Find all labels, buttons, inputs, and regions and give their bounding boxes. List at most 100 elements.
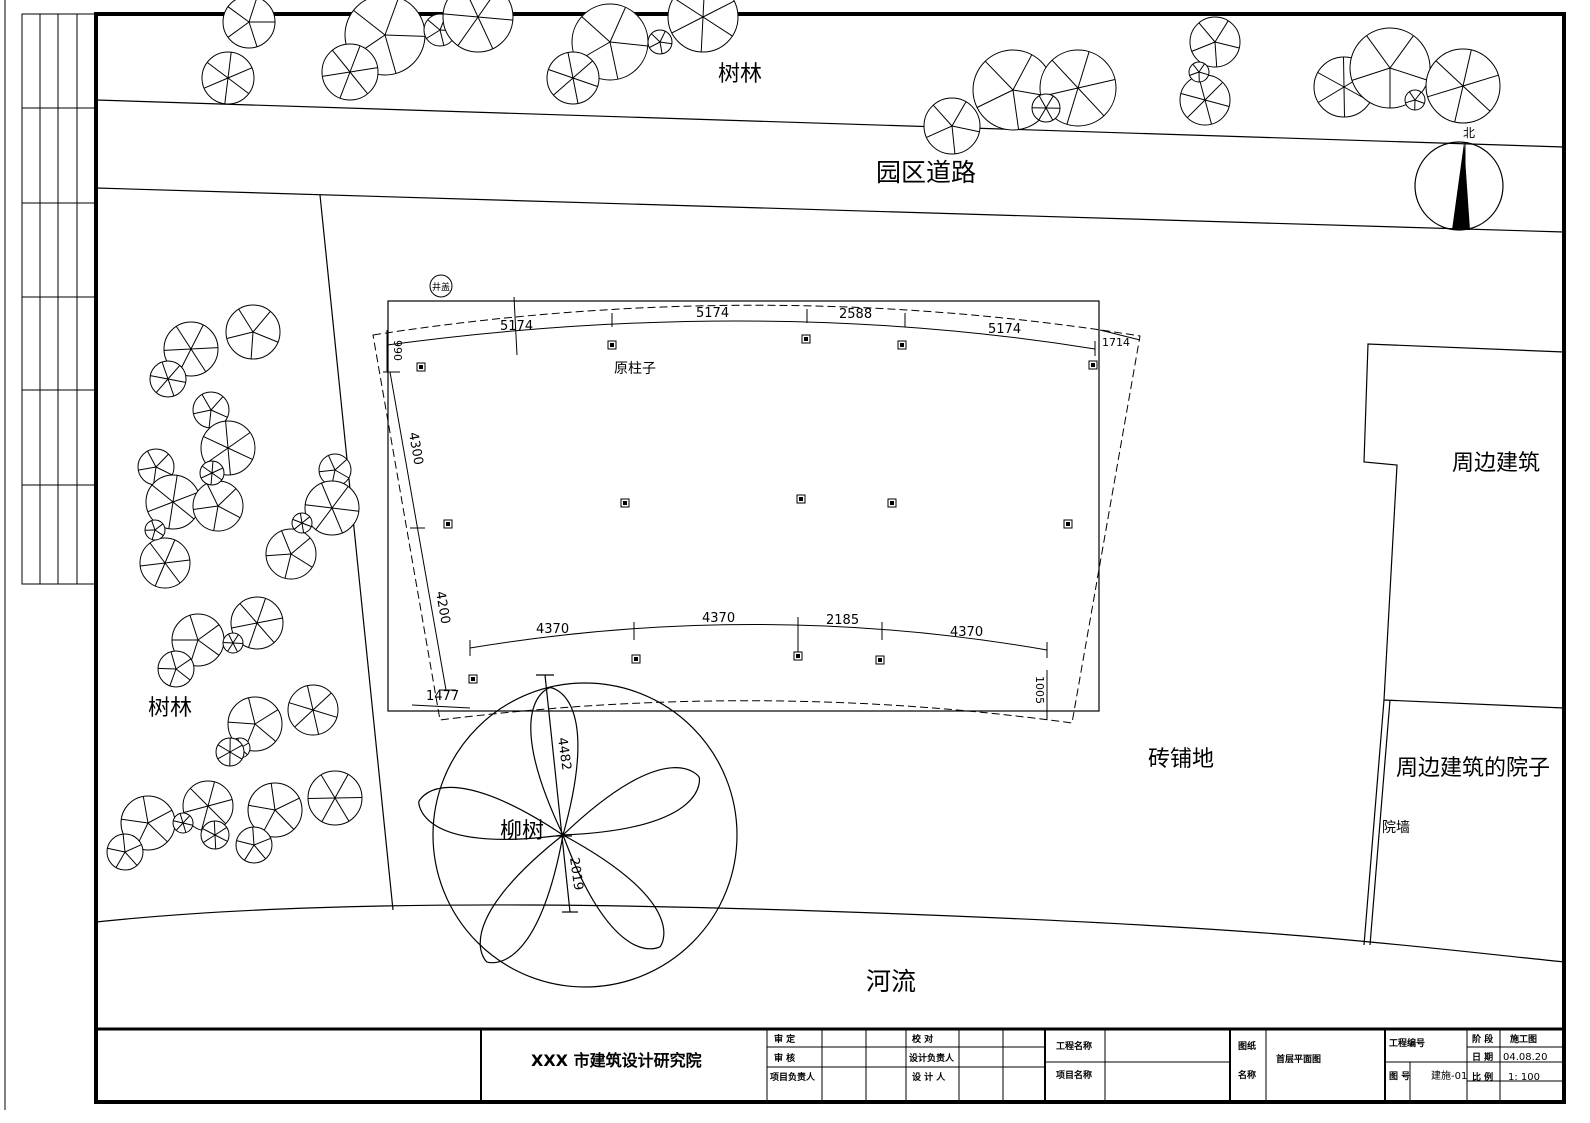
dim-willow-lower: 2019 <box>566 856 585 891</box>
column-marker-core <box>890 501 894 505</box>
tree-icon <box>1189 16 1241 68</box>
tree-icon <box>227 696 283 752</box>
column-marker-core <box>799 497 803 501</box>
dim-left-upper: 4300 <box>405 431 426 466</box>
north-arrow-icon: 北 <box>1414 126 1504 231</box>
tree-icon <box>307 770 363 826</box>
tb-stage: 施工图 <box>1510 1033 1537 1045</box>
tree-icon <box>1031 93 1061 123</box>
tree-icon <box>1404 89 1426 111</box>
dim-left-lower: 4200 <box>432 590 453 625</box>
bottom-dimension-chain <box>469 617 1048 720</box>
dim-bottom-4: 4370 <box>950 625 983 640</box>
column-marker-core <box>900 343 904 347</box>
tb-project-no-label: 工程编号 <box>1389 1037 1425 1049</box>
tree-symbols <box>106 0 1501 871</box>
tb-project-lead: 项目负责人 <box>770 1071 816 1083</box>
tb-review-check: 审 核 <box>774 1052 795 1064</box>
title-block <box>96 1027 1564 1102</box>
forest-top-label: 树林 <box>718 62 762 87</box>
tree-icon <box>1425 48 1501 124</box>
tree-icon <box>235 826 273 864</box>
tree-icon <box>199 460 225 486</box>
tree-icon <box>287 684 339 736</box>
river-label: 河流 <box>866 967 916 996</box>
dim-top-left: 990 <box>391 340 404 361</box>
tree-icon <box>546 51 600 105</box>
dim-bottom-right: 1005 <box>1033 676 1046 704</box>
dim-willow-upper: 4482 <box>554 736 573 771</box>
dim-bottom-1: 4370 <box>536 622 569 637</box>
column-marker-core <box>878 658 882 662</box>
tree-icon <box>265 528 317 580</box>
dim-top-4: 5174 <box>988 322 1021 337</box>
canopy-dashed-outline <box>372 304 1141 724</box>
column-marker-core <box>446 522 450 526</box>
tree-icon <box>304 480 360 536</box>
dim-bottom-2: 4370 <box>702 611 735 626</box>
tree-icon <box>225 304 281 360</box>
column-marker-core <box>1091 363 1095 367</box>
tb-proofread: 校 对 <box>912 1033 933 1045</box>
tb-stage-label: 阶 段 <box>1472 1033 1494 1045</box>
tree-icon <box>647 29 673 55</box>
institute-name: XXX 市建筑设计研究院 <box>531 1051 702 1070</box>
tree-icon <box>1349 27 1431 109</box>
tree-icon <box>172 812 194 834</box>
tb-scale: 1: 100 <box>1508 1072 1540 1083</box>
tree-icon <box>200 820 230 850</box>
tb-scale-label: 比 例 <box>1472 1071 1493 1083</box>
dim-bottom-3: 2185 <box>826 613 859 628</box>
column-marker-core <box>1066 522 1070 526</box>
tb-designer: 设 计 人 <box>912 1071 946 1083</box>
drawing-frame <box>94 12 1566 1104</box>
tree-icon <box>163 321 219 377</box>
paving-label: 砖铺地 <box>1148 747 1214 772</box>
surrounding-yard-label: 周边建筑的院子 <box>1396 756 1550 781</box>
well-label: 井盖 <box>432 281 450 293</box>
column-marker-core <box>419 365 423 369</box>
river-bank <box>95 904 1565 963</box>
column-marker-core <box>634 657 638 661</box>
column-markers <box>416 334 1098 684</box>
tree-icon <box>1188 61 1210 83</box>
forest-left-label: 树林 <box>148 696 192 721</box>
binding-margin-table <box>4 0 97 1110</box>
tb-drawing-no: 建施-01 <box>1431 1069 1467 1082</box>
tree-icon <box>145 474 201 530</box>
building-outline <box>387 300 1100 712</box>
surrounding-building-label: 周边建筑 <box>1452 451 1540 476</box>
tree-icon <box>291 512 313 534</box>
tb-design-lead: 设计负责人 <box>909 1052 955 1064</box>
dim-bottom-left: 1477 <box>426 689 459 704</box>
site-edge <box>319 194 394 911</box>
tree-icon <box>222 0 276 49</box>
tree-icon <box>321 43 379 101</box>
original-column-label: 原柱子 <box>614 361 656 377</box>
tree-icon <box>442 0 514 53</box>
road-label: 园区道路 <box>876 158 976 187</box>
tree-icon <box>222 632 244 654</box>
tb-drawing-label-1: 图纸 <box>1238 1040 1256 1052</box>
tb-item-name-label: 项目名称 <box>1056 1069 1092 1081</box>
tb-project-name-label: 工程名称 <box>1056 1040 1092 1052</box>
tb-drawing-name: 首层平面图 <box>1276 1053 1321 1065</box>
dim-top-1: 5174 <box>500 319 533 334</box>
tree-icon <box>157 650 195 688</box>
column-marker-core <box>623 501 627 505</box>
park-road <box>95 99 1565 233</box>
tree-icon <box>215 737 245 767</box>
willow-label: 柳树 <box>500 819 544 844</box>
tree-icon <box>106 833 144 871</box>
tree-icon <box>923 97 981 155</box>
left-dimension-line <box>383 371 471 709</box>
well-cover-icon: 井盖 <box>429 274 453 298</box>
dim-top-2: 5174 <box>696 306 729 321</box>
dim-top-right: 1714 <box>1102 336 1130 349</box>
tb-date: 04.08.20 <box>1503 1052 1548 1063</box>
tb-review-approve: 审 定 <box>774 1033 796 1045</box>
tree-icon <box>144 519 166 541</box>
tree-icon <box>192 480 244 532</box>
column-marker-core <box>804 337 808 341</box>
